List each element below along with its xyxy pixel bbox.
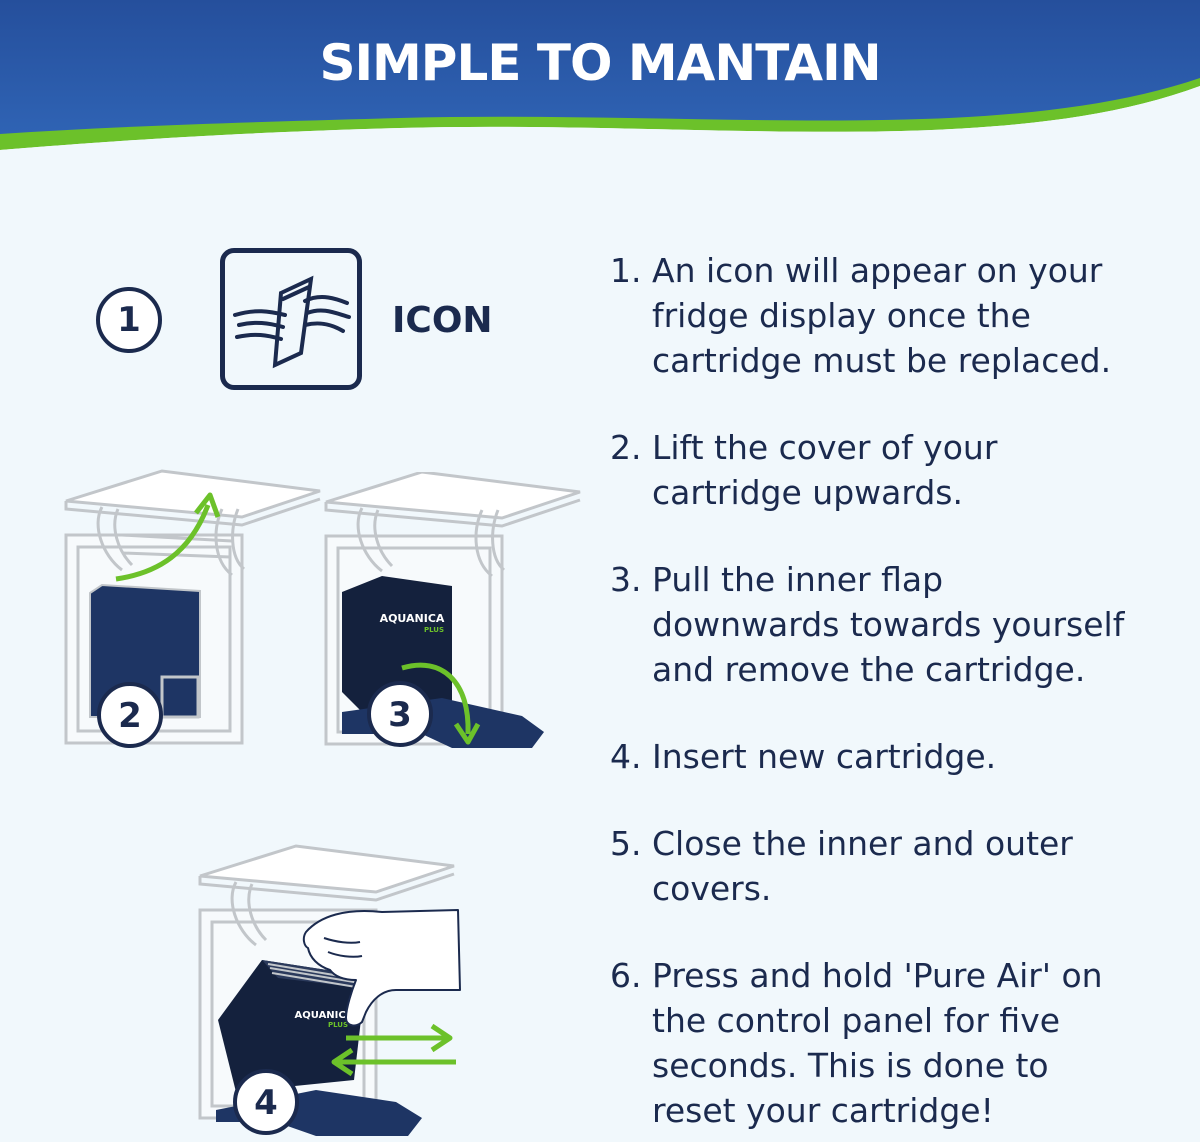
step-number: 3	[388, 695, 412, 735]
hand-icon	[302, 909, 461, 1027]
instruction-line: cartridge upwards.	[652, 473, 963, 512]
instruction-line: Insert new cartridge.	[652, 737, 997, 776]
page-title: SIMPLE TO MANTAIN	[319, 34, 881, 92]
step-number: 4	[254, 1083, 278, 1123]
instruction-item: 2. Lift the cover of your cartridge upwa…	[610, 425, 1190, 515]
brand-sub-text: PLUS	[424, 626, 444, 634]
instruction-line: covers.	[652, 869, 772, 908]
instruction-text: Lift the cover of your cartridge upwards…	[652, 425, 1190, 515]
instruction-line: the control panel for five	[652, 1001, 1061, 1040]
instruction-line: cartridge must be replaced.	[652, 341, 1112, 380]
header-banner	[0, 0, 1200, 162]
instruction-item: 3. Pull the inner flap downwards towards…	[610, 557, 1190, 692]
step-number: 1	[117, 300, 141, 340]
instruction-line: seconds. This is done to	[652, 1046, 1049, 1085]
instruction-line: fridge display once the	[652, 296, 1031, 335]
insert-cartridge-illustration: AQUANICA PLUS 4	[198, 844, 461, 1136]
step-1-badge: 1	[96, 287, 162, 353]
instruction-number: 5.	[610, 824, 642, 863]
lift-cover-illustration: 2	[64, 469, 321, 748]
instruction-text: Insert new cartridge.	[652, 734, 1190, 779]
step-4-badge	[233, 1069, 299, 1135]
step-2-badge	[97, 682, 163, 748]
brand-sub-text: PLUS	[328, 1021, 348, 1029]
instruction-text: An icon will appear on your fridge displ…	[652, 248, 1190, 383]
instruction-number: 3.	[610, 560, 642, 599]
step-3-badge	[367, 681, 433, 747]
instruction-item: 1. An icon will appear on your fridge di…	[610, 248, 1190, 383]
instruction-line: reset your cartridge!	[652, 1091, 994, 1130]
instruction-text: Pull the inner flap downwards towards yo…	[652, 557, 1190, 692]
instruction-line: downwards towards yourself	[652, 605, 1125, 644]
instruction-item: 4. Insert new cartridge.	[610, 734, 1190, 779]
instruction-number: 2.	[610, 428, 642, 467]
icon-label: ICON	[392, 300, 493, 341]
brand-text: AQUANICA	[380, 612, 445, 625]
air-filter-icon	[220, 248, 362, 390]
instruction-text: Press and hold 'Pure Air' on the control…	[652, 953, 1190, 1133]
instructions-list: 1. An icon will appear on your fridge di…	[610, 248, 1190, 1133]
instruction-item: 5. Close the inner and outer covers.	[610, 821, 1190, 911]
pull-flap-illustration: AQUANICA PLUS 3	[324, 472, 581, 748]
instruction-number: 4.	[610, 737, 642, 776]
instruction-item: 6. Press and hold 'Pure Air' on the cont…	[610, 953, 1190, 1133]
instruction-line: An icon will appear on your	[652, 251, 1103, 290]
instruction-line: Pull the inner flap	[652, 560, 944, 599]
instruction-number: 1.	[610, 251, 642, 290]
instruction-text: Close the inner and outer covers.	[652, 821, 1190, 911]
instruction-line: Close the inner and outer	[652, 824, 1073, 863]
instruction-line: Lift the cover of your	[652, 428, 998, 467]
air-filter-glyph	[233, 275, 351, 369]
instruction-line: and remove the cartridge.	[652, 650, 1086, 689]
step-number: 2	[118, 696, 142, 736]
instruction-line: Press and hold 'Pure Air' on	[652, 956, 1103, 995]
brand-text: AQUANICA	[295, 1010, 354, 1021]
instruction-number: 6.	[610, 956, 642, 995]
